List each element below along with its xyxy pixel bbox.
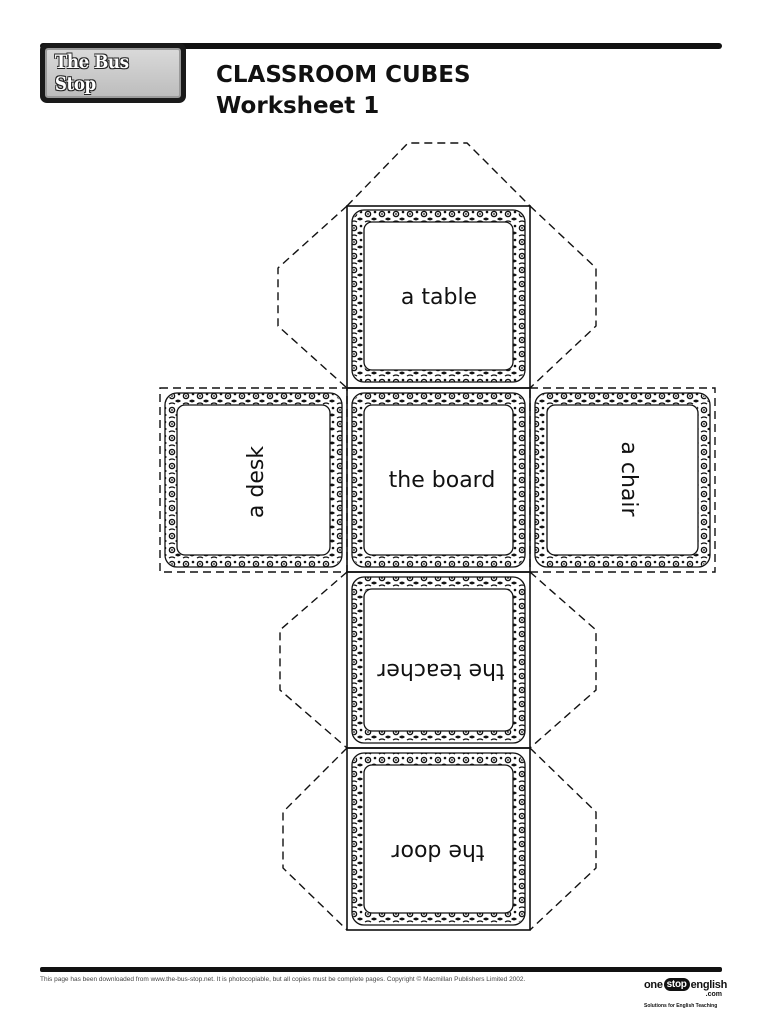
bus-stop-sign: The Bus Stop [45, 48, 181, 98]
bus-stop-logo: The Bus Stop [40, 43, 186, 103]
bottom-face-outline [346, 747, 531, 931]
footer-rule [40, 967, 722, 972]
face-label-lower: the teacher [376, 658, 504, 683]
brand-one: one [644, 978, 663, 991]
left-face-frame [164, 392, 343, 568]
right-face-outline [529, 387, 716, 573]
face-label-top: a table [401, 285, 477, 310]
logo-text: The Bus Stop [54, 51, 129, 95]
brand-com: .com [705, 991, 722, 998]
header-rule [40, 43, 722, 49]
face-label-bottom: the door [391, 839, 485, 864]
flap-bottom-left [282, 747, 348, 931]
center-face-frame [351, 392, 526, 568]
title-line-2: Worksheet 1 [216, 93, 380, 119]
lower-face-frame [351, 576, 526, 744]
brand-tagline: Solutions for English Teaching [644, 1003, 718, 1009]
onestopenglish-logo: one stop english .com Solutions for Engl… [644, 978, 728, 1012]
glue-flaps [159, 142, 716, 931]
flap-bottom-right [529, 747, 597, 931]
onestopenglish-wordmark: one stop english [644, 978, 728, 991]
face-label-left: a desk [244, 446, 269, 518]
flap-top [346, 142, 531, 207]
bottom-face-frame [351, 752, 526, 926]
face-label-center: the board [389, 468, 496, 493]
top-face-frame [351, 209, 526, 383]
flap-lower-right [529, 571, 597, 749]
flap-top-left [277, 205, 348, 389]
right-face-frame [534, 392, 711, 568]
flap-top-right [529, 205, 597, 389]
flap-lower-left [279, 571, 348, 749]
brand-stop: stop [663, 978, 690, 991]
worksheet-title: CLASSROOM CUBES Worksheet 1 [216, 60, 471, 122]
face-label-right: a chair [616, 441, 641, 517]
copyright-note: This page has been downloaded from www.t… [40, 976, 526, 983]
title-line-1: CLASSROOM CUBES [216, 62, 471, 88]
brand-english: english [690, 978, 728, 991]
